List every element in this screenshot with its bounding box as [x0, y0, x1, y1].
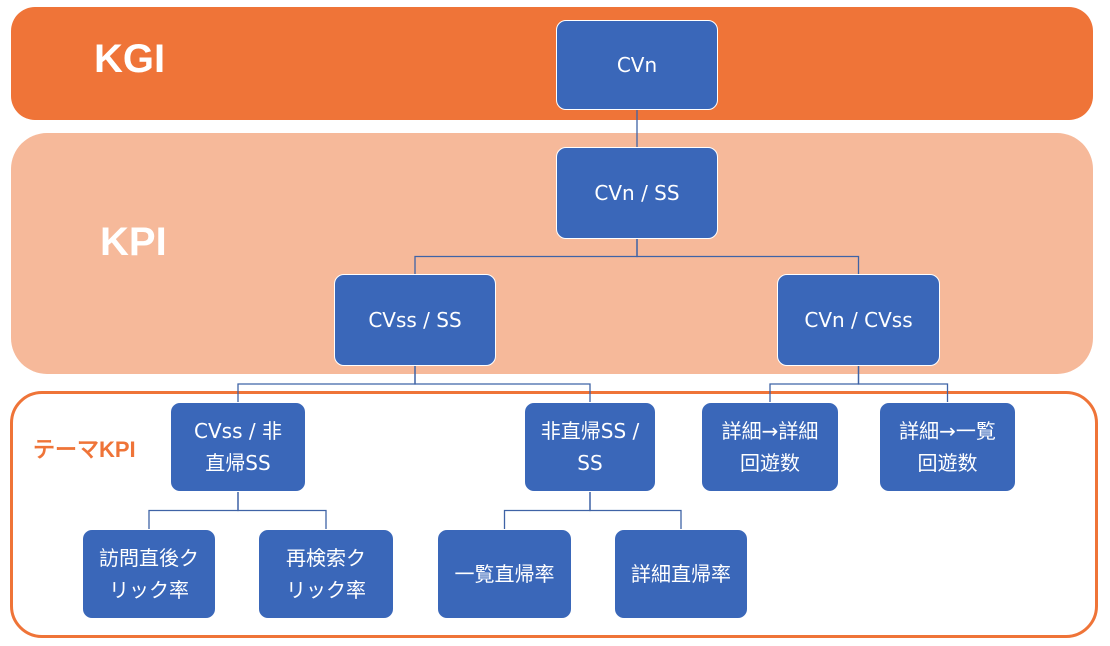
node-detail-bounce-rate[interactable]: 詳細直帰率 — [614, 529, 748, 619]
node-cvss-per-nonbounce-ss[interactable]: CVss / 非 直帰SS — [170, 402, 306, 492]
node-list-bounce-rate[interactable]: 一覧直帰率 — [437, 529, 572, 619]
node-research-click-rate[interactable]: 再検索ク リック率 — [258, 529, 394, 619]
theme-kpi-label: テーマKPI — [33, 437, 136, 462]
node-nonbounce-ss-per-ss[interactable]: 非直帰SS / SS — [524, 402, 656, 492]
kgi-label: KGI — [94, 37, 166, 81]
node-cvss-per-ss[interactable]: CVss / SS — [334, 274, 496, 366]
node-detail-to-detail-laps[interactable]: 詳細→詳細 回遊数 — [701, 402, 839, 492]
node-cvn-per-cvss[interactable]: CVn / CVss — [777, 274, 940, 366]
node-detail-to-list-laps[interactable]: 詳細→一覧 回遊数 — [879, 402, 1016, 492]
node-cvn[interactable]: CVn — [556, 20, 718, 110]
node-cvn-per-ss[interactable]: CVn / SS — [556, 147, 718, 239]
kpi-label: KPI — [100, 220, 167, 264]
node-visit-click-rate[interactable]: 訪問直後ク リック率 — [82, 529, 216, 619]
kgi-band — [11, 7, 1093, 120]
